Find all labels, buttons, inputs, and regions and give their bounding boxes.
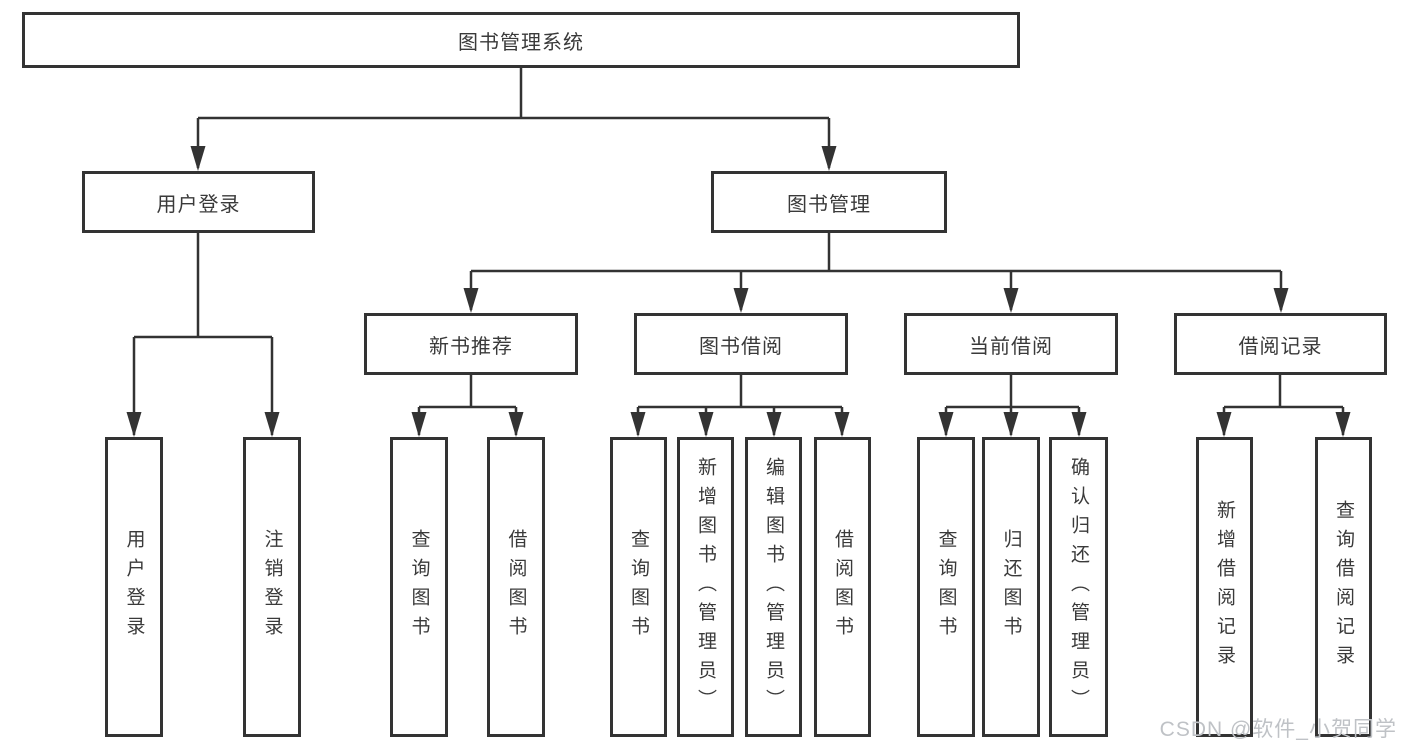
node-book-borrow: 图书借阅 (634, 313, 848, 375)
leaf-return-book: 归还图书 (982, 437, 1040, 737)
leaf-current-query-label: 查询图书 (935, 529, 957, 645)
connector-root (196, 68, 831, 168)
leaf-user-login: 用户登录 (105, 437, 163, 737)
node-borrow-records: 借阅记录 (1174, 313, 1387, 375)
connector-borrow-records (1222, 375, 1345, 435)
leaf-borrow-book: 借阅图书 (814, 437, 871, 737)
node-book-mgmt-label: 图书管理 (787, 193, 871, 216)
leaf-record-query-label: 查询借阅记录 (1333, 500, 1354, 674)
node-book-mgmt: 图书管理 (711, 171, 947, 233)
leaf-confirm-return-admin: 确认归还（管理员） (1049, 437, 1108, 737)
connector-book-mgmt (469, 233, 1283, 310)
node-root-label: 图书管理系统 (458, 31, 584, 54)
leaf-record-query: 查询借阅记录 (1315, 437, 1372, 737)
leaf-current-query: 查询图书 (917, 437, 975, 737)
node-current-borrow-label: 当前借阅 (969, 335, 1053, 358)
leaf-borrow-add-admin-label: 新增图书（管理员） (695, 456, 716, 718)
leaf-newbook-borrow: 借阅图书 (487, 437, 545, 737)
node-new-book-rec-label: 新书推荐 (429, 335, 513, 358)
leaf-borrow-query: 查询图书 (610, 437, 667, 737)
leaf-borrow-query-label: 查询图书 (628, 529, 649, 645)
leaf-newbook-query-label: 查询图书 (408, 529, 430, 645)
connector-user-login (132, 233, 274, 435)
node-user-login: 用户登录 (82, 171, 315, 233)
leaf-newbook-borrow-label: 借阅图书 (505, 529, 527, 645)
leaf-logout: 注销登录 (243, 437, 301, 737)
node-new-book-rec: 新书推荐 (364, 313, 578, 375)
leaf-logout-label: 注销登录 (261, 529, 283, 645)
leaf-newbook-query: 查询图书 (390, 437, 448, 737)
leaf-record-add-label: 新增借阅记录 (1214, 500, 1235, 674)
leaf-record-add: 新增借阅记录 (1196, 437, 1253, 737)
node-user-login-label: 用户登录 (156, 193, 241, 216)
node-book-borrow-label: 图书借阅 (699, 335, 783, 358)
leaf-borrow-book-label: 借阅图书 (832, 529, 853, 645)
leaf-borrow-add-admin: 新增图书（管理员） (677, 437, 734, 737)
csdn-watermark: CSDN @软件_小贺同学 (1159, 718, 1397, 741)
node-root: 图书管理系统 (22, 12, 1020, 68)
leaf-confirm-return-admin-label: 确认归还（管理员） (1068, 456, 1089, 718)
arrowheads (126, 146, 1351, 437)
connector-new-book (417, 375, 518, 435)
node-current-borrow: 当前借阅 (904, 313, 1118, 375)
leaf-return-book-label: 归还图书 (1000, 529, 1022, 645)
node-borrow-records-label: 借阅记录 (1238, 335, 1323, 358)
leaf-borrow-edit-admin: 编辑图书（管理员） (745, 437, 802, 737)
leaf-borrow-edit-admin-label: 编辑图书（管理员） (763, 456, 784, 718)
connector-book-borrow (636, 375, 844, 435)
leaf-user-login-label: 用户登录 (123, 529, 145, 645)
